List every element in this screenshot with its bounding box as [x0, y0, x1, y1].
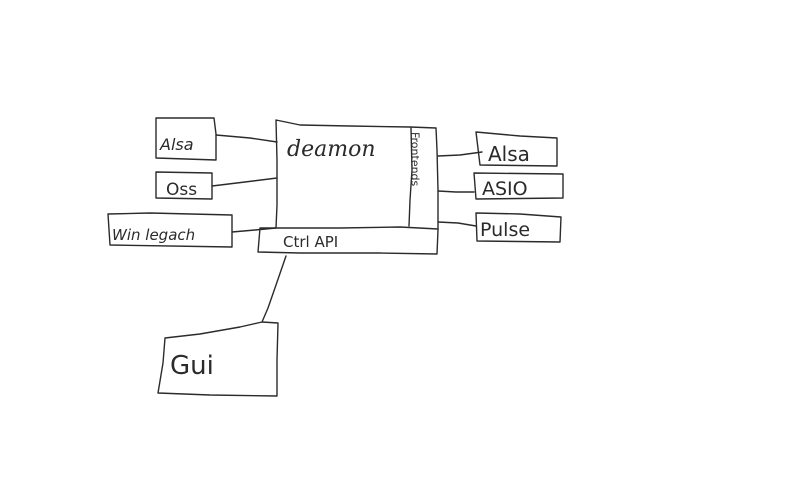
oss-label: Oss [166, 180, 197, 200]
gui-node: Gui [157, 321, 279, 397]
connector-oss [211, 177, 278, 187]
win-legacy-box [107, 212, 233, 248]
frontend-label: Frontends [409, 132, 422, 187]
asio-box [473, 172, 564, 200]
frontend-divider [408, 127, 413, 227]
asio-label: ASIO [482, 178, 528, 200]
connector-alsa-right [437, 151, 483, 157]
gui-label: Gui [170, 351, 214, 381]
connector-pulse [437, 221, 477, 227]
pulse-box [475, 212, 562, 243]
right-backends: Alsa ASIO Pulse [473, 131, 564, 243]
alsa-left-label: Alsa [159, 135, 194, 154]
left-backends: Alsa Oss Win legach [107, 117, 233, 248]
win-legacy-label: Win legach [112, 226, 195, 244]
alsa-left-box [155, 117, 217, 161]
alsa-right-label: Alsa [488, 142, 530, 166]
ctrl-api-divider [275, 226, 439, 230]
pulse-label: Pulse [480, 219, 530, 241]
daemon-label: deamon [287, 137, 376, 162]
connector-alsa-left [215, 134, 278, 143]
connector-win-legacy [231, 227, 277, 233]
ctrl-api-label: Ctrl API [283, 233, 338, 251]
daemon-box [257, 119, 439, 255]
oss-box [155, 171, 213, 200]
daemon-node: deamon Ctrl API Frontends [257, 119, 439, 255]
connector-gui [261, 255, 287, 323]
alsa-right-box [475, 131, 558, 167]
connectors [211, 134, 483, 323]
gui-box [157, 321, 279, 397]
connector-asio [437, 190, 475, 193]
